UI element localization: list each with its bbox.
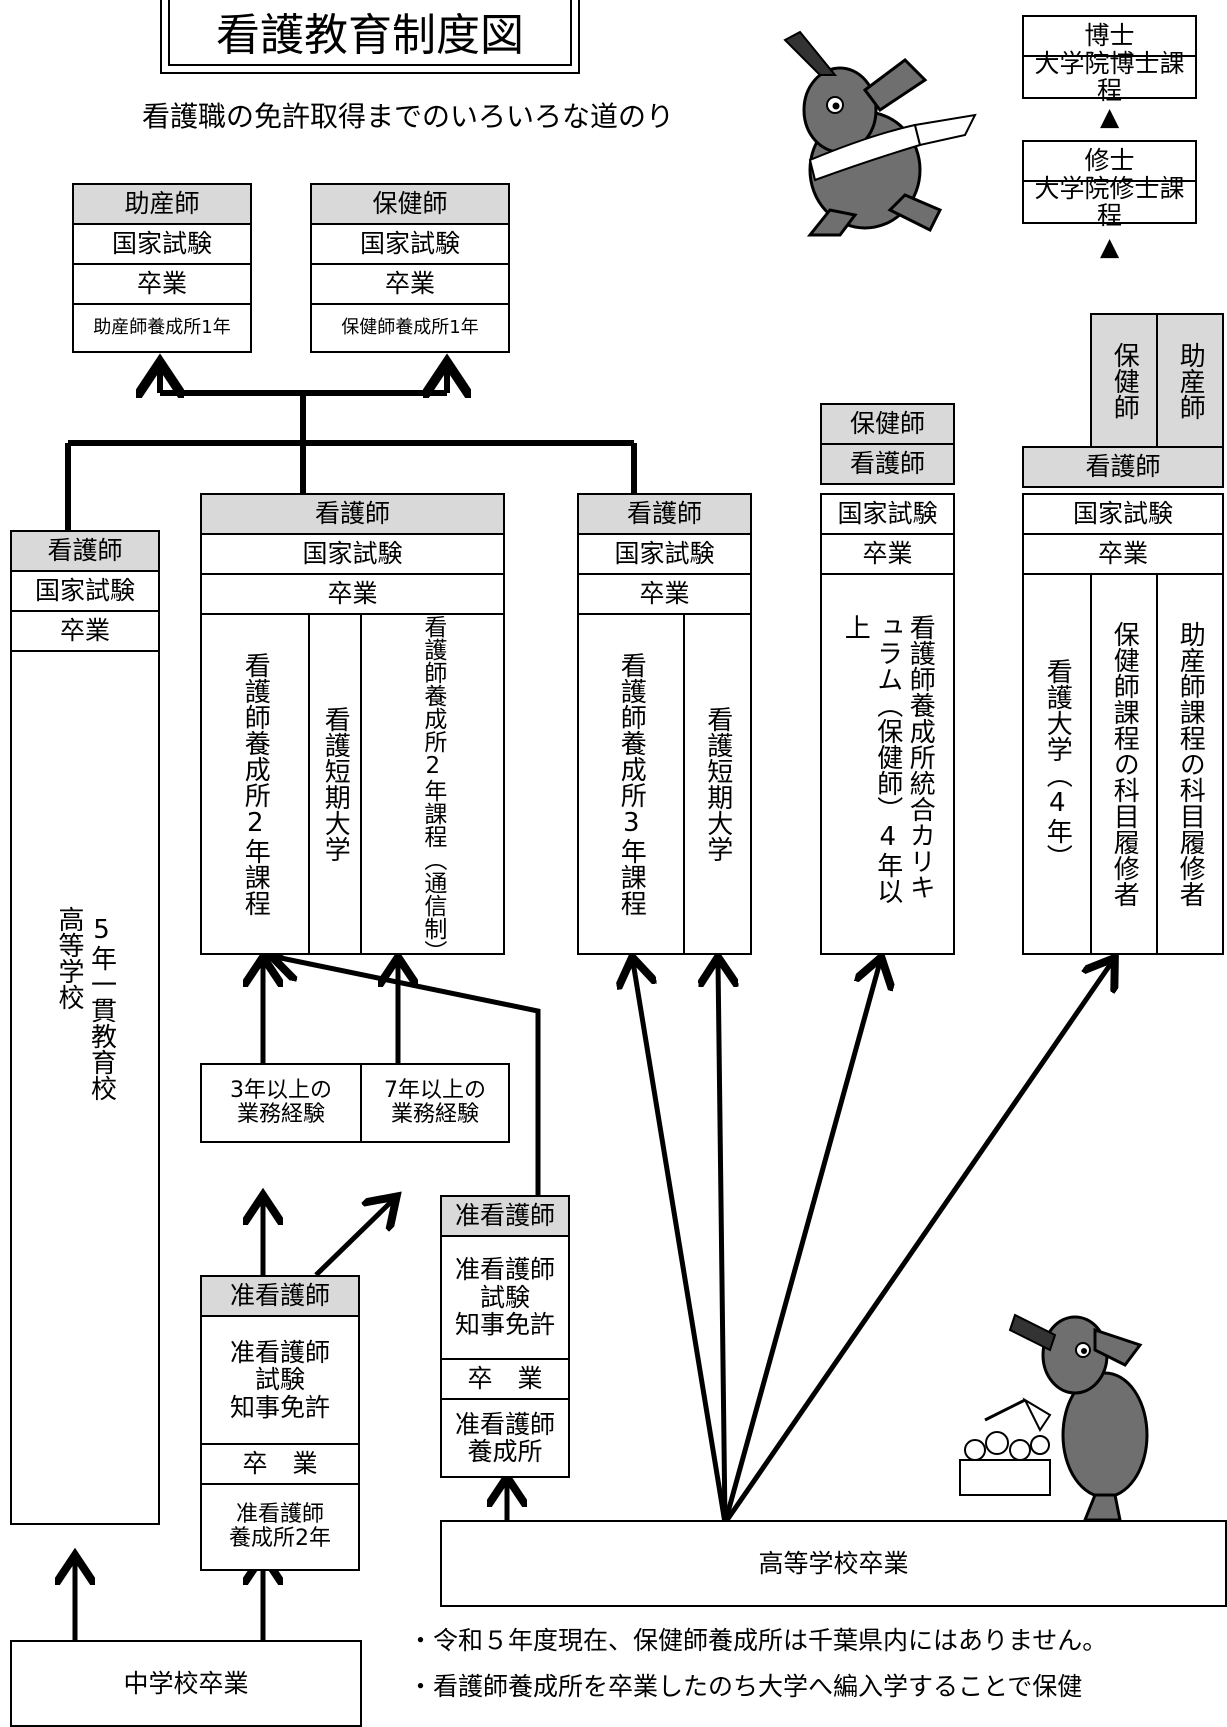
arrow-up-icon: ▲ — [1100, 232, 1120, 261]
col2-sub1: 看護師養成所2年課程 — [200, 615, 310, 955]
univ-top-phn-text: 保健師 — [1109, 341, 1140, 420]
doctor-course: 大学院博士課程 — [1022, 49, 1197, 104]
assoc2-head: 准看護師 — [440, 1195, 570, 1237]
univ-head: 看護師 — [1022, 446, 1224, 488]
col3-head: 看護師 — [577, 493, 752, 535]
col5-body: 高等学校 5年一貫教育校 — [10, 652, 160, 1525]
univ-top-mw-text: 助産師 — [1175, 341, 1206, 420]
note-1: ・令和５年度現在、保健師養成所は千葉県内にはありません。 — [408, 1626, 1108, 1655]
col3-sub1-text: 看護師養成所3年課程 — [616, 652, 647, 916]
col5-grad: 卒業 — [10, 610, 160, 652]
univ-sub3-text: 助産師課程の科目履修者 — [1175, 621, 1206, 907]
master-label: 修士 — [1022, 140, 1197, 182]
col2-sub3: 看護師養成所2年課程（通信制） — [360, 615, 505, 963]
univ-grad: 卒業 — [1022, 533, 1224, 575]
col5-exam: 国家試験 — [10, 570, 160, 612]
midwife-head: 助産師 — [72, 183, 252, 225]
integ-top: 保健師 — [820, 403, 955, 445]
integ-exam: 国家試験 — [820, 493, 955, 535]
col5-body-main: 5年一貫教育校 — [86, 914, 117, 1101]
phn-school: 保健師養成所1年 — [310, 303, 510, 353]
junior-high-grad: 中学校卒業 — [10, 1640, 362, 1727]
notes: ・令和５年度現在、保健師養成所は千葉県内にはありません。 ・看護師養成所を卒業し… — [408, 1618, 1107, 1710]
midwife-exam: 国家試験 — [72, 223, 252, 265]
assoc1-school: 准看護師 養成所2年 — [200, 1483, 360, 1571]
mascot-running-image — [783, 30, 977, 237]
experience-7y: 7年以上の 業務経験 — [360, 1063, 510, 1143]
col2-sub3-text: 看護師養成所2年課程（通信制） — [419, 615, 446, 963]
col5-body-secondary: 高等学校 — [54, 905, 84, 1010]
assoc2-school: 准看護師 養成所 — [440, 1398, 570, 1478]
phn-exam: 国家試験 — [310, 223, 510, 265]
experience-3y: 3年以上の 業務経験 — [200, 1063, 362, 1143]
note-2: ・看護師養成所を卒業したのち大学へ編入学することで保健 — [408, 1672, 1083, 1701]
univ-sub3: 助産師課程の科目履修者 — [1156, 575, 1224, 955]
col2-head: 看護師 — [200, 493, 505, 535]
midwife-grad: 卒業 — [72, 263, 252, 305]
col3-sub1: 看護師養成所3年課程 — [577, 615, 685, 955]
col3-exam: 国家試験 — [577, 533, 752, 575]
title-box: 看護教育制度図 — [160, 0, 580, 74]
col2-sub1-text: 看護師養成所2年課程 — [240, 652, 271, 916]
univ-sub2-text: 保健師課程の科目履修者 — [1109, 621, 1140, 907]
univ-sub2: 保健師課程の科目履修者 — [1090, 575, 1158, 955]
assoc1-grad: 卒 業 — [200, 1443, 360, 1485]
arrow-up-icon: ▲ — [1100, 102, 1120, 131]
integ-body-text: 看護師養成所統合カリキュラム（保健師）4年以上 — [840, 614, 936, 904]
master-course: 大学院修士課程 — [1022, 174, 1197, 229]
assoc2-exam: 准看護師 試験 知事免許 — [440, 1235, 570, 1360]
assoc1-exam: 准看護師 試験 知事免許 — [200, 1315, 360, 1445]
univ-top-phn: 保健師 — [1090, 313, 1158, 448]
page-title: 看護教育制度図 — [168, 0, 572, 66]
integ-body: 看護師養成所統合カリキュラム（保健師）4年以上 — [820, 575, 955, 955]
phn-head: 保健師 — [310, 183, 510, 225]
univ-sub1-text: 看護大学（4年） — [1042, 658, 1073, 870]
univ-exam: 国家試験 — [1022, 493, 1224, 535]
col2-exam: 国家試験 — [200, 533, 505, 575]
col2-grad: 卒業 — [200, 573, 505, 615]
integ-head: 看護師 — [820, 443, 955, 485]
univ-sub1: 看護大学（4年） — [1022, 575, 1092, 955]
univ-top-mw: 助産師 — [1156, 313, 1224, 448]
col2-sub2-text: 看護短期大学 — [320, 706, 351, 862]
col2-sub2: 看護短期大学 — [308, 615, 362, 955]
phn-grad: 卒業 — [310, 263, 510, 305]
col3-sub2-text: 看護短期大学 — [702, 706, 733, 862]
col3-sub2: 看護短期大学 — [683, 615, 752, 955]
col3-grad: 卒業 — [577, 573, 752, 615]
subtitle: 看護職の免許取得までのいろいろな道のり — [142, 100, 675, 133]
assoc2-grad: 卒 業 — [440, 1358, 570, 1400]
high-school-grad: 高等学校卒業 — [440, 1520, 1227, 1607]
integ-grad: 卒業 — [820, 533, 955, 575]
mascot-watering-image — [959, 1313, 1149, 1522]
assoc1-head: 准看護師 — [200, 1275, 360, 1317]
col5-head: 看護師 — [10, 530, 160, 572]
midwife-school: 助産師養成所1年 — [72, 303, 252, 353]
